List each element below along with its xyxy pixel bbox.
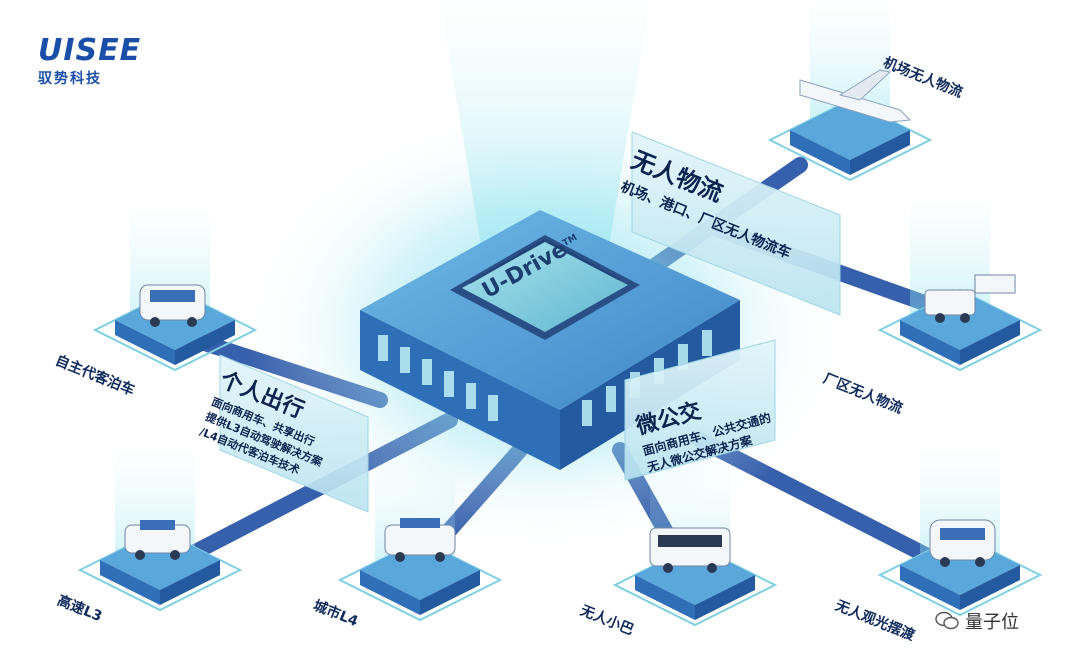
chat-icon bbox=[935, 611, 959, 630]
watermark: 量子位 bbox=[935, 608, 1019, 634]
highway-car-icon bbox=[124, 520, 191, 560]
watermark-text: 量子位 bbox=[965, 612, 1019, 633]
bus-panel-bg bbox=[624, 339, 776, 481]
minibus-icon bbox=[649, 527, 731, 573]
city-car-icon bbox=[384, 518, 456, 562]
logistics-panel-bg bbox=[631, 131, 841, 316]
truck-icon bbox=[924, 274, 1016, 323]
hub-light-beam bbox=[440, 0, 650, 300]
personal-panel-bg bbox=[219, 354, 369, 513]
brand-name: UISEE bbox=[38, 33, 142, 68]
brand-logo: UISEE 驭势科技 bbox=[38, 36, 141, 88]
airplane-icon bbox=[799, 69, 912, 123]
pad-factory bbox=[877, 195, 1043, 372]
valet-car-icon bbox=[139, 284, 206, 327]
vehicle-icons bbox=[124, 69, 1016, 573]
u-drive-chip bbox=[450, 235, 640, 340]
shuttle-icon bbox=[929, 519, 996, 567]
brand-subtitle: 驭势科技 bbox=[38, 71, 102, 87]
